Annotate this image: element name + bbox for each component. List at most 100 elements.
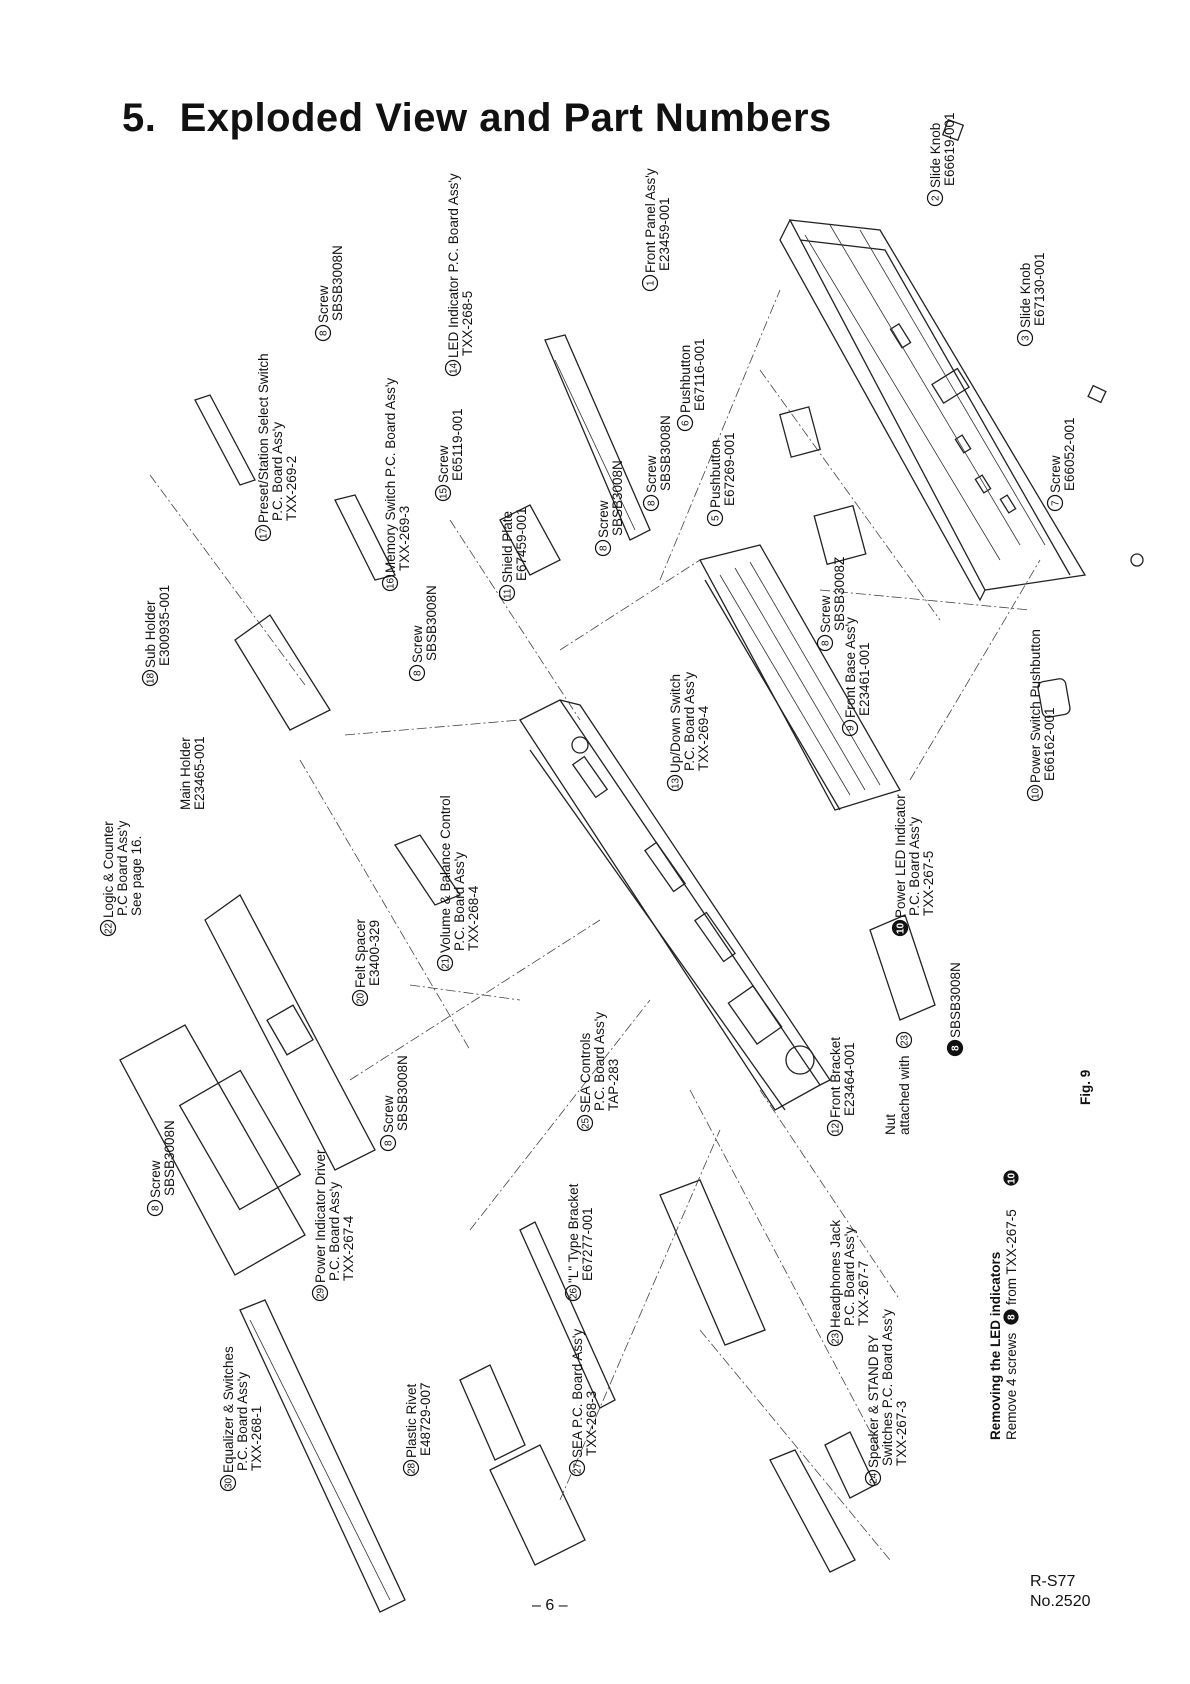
- sub-holder-drawing: [234, 614, 331, 731]
- callout-text-line: E23465-001: [192, 736, 207, 810]
- callout-number: 8: [319, 330, 330, 336]
- l-bracket-drawing: [519, 1221, 616, 1409]
- callout-text-line: Up/Down Switch: [668, 674, 683, 773]
- callout-text-line: SBSB3008N: [330, 245, 345, 321]
- callout-number: 22: [104, 922, 115, 934]
- callout-number-circle: [946, 1039, 964, 1057]
- callout-text-line: Screw: [596, 500, 611, 538]
- callout-text-line: TXX-267-3: [894, 1401, 909, 1466]
- callout-text-line: See page 16.: [129, 836, 144, 916]
- callout-text-line: Front Panel Ass'y: [643, 168, 658, 273]
- callout-text-line: Pushbutton: [708, 440, 723, 508]
- callout-text-line: E65119-001: [450, 408, 465, 481]
- note-ref-a: 8: [1007, 1314, 1018, 1320]
- callout-text-line: "L" Type Bracket: [566, 1183, 581, 1283]
- callout-text-line: LED Indicator P.C. Board Ass'y: [446, 173, 461, 358]
- front-base-drawing: [699, 544, 901, 811]
- callout-text-line: Equalizer & Switches: [221, 1346, 236, 1473]
- callout-text-line: SEA P.C. Board Ass'y: [570, 1329, 585, 1458]
- callout-text-line: SBSB3008N: [658, 415, 673, 491]
- callout-text-line: P.C. Board Ass'y: [327, 1182, 342, 1281]
- callout-text-line: TXX-268-1: [249, 1406, 264, 1471]
- callout-number-circle: [402, 1459, 420, 1477]
- power-led-board-drawing: [869, 914, 936, 1021]
- callout-number-circle: [434, 484, 452, 502]
- callout-number-circle: [99, 919, 117, 937]
- callout-number: 14: [449, 362, 460, 374]
- callout-number-circle: [864, 1469, 882, 1487]
- callout-text-line: P.C Board Ass'y: [115, 820, 130, 916]
- callout-text-line: SBSB3008N: [610, 460, 625, 536]
- callout-number-circle: [379, 1134, 397, 1152]
- callout-text-line: attached with: [897, 1055, 912, 1135]
- switch-boards-drawing: [194, 394, 396, 581]
- page-title: 5. Exploded View and Part Numbers: [122, 96, 832, 141]
- document-number: No.2520: [1030, 1593, 1091, 1610]
- callout-number: 17: [259, 527, 270, 539]
- callout-text-line: Power Switch Pushbutton: [1028, 629, 1043, 783]
- sea-controls-drawing: [659, 1179, 766, 1346]
- callout-text-line: Shield Plate: [500, 511, 515, 583]
- callout-text-line: Screw: [1048, 455, 1063, 493]
- callout-number: 13: [671, 777, 682, 789]
- callout-number-circle: [816, 634, 834, 652]
- front-panel-drawing: [779, 219, 1087, 602]
- sea-board-drawing: [489, 1444, 586, 1566]
- callout-text-line: P.C. Board Ass'y: [682, 672, 697, 771]
- callout-number: 20: [356, 992, 367, 1004]
- callout-number: 8: [384, 1140, 395, 1146]
- note-text-mid: from TXX-267-5: [1004, 1209, 1019, 1305]
- callout-text-line: P.C. Board Ass'y: [452, 852, 467, 951]
- callout-text-line: E67277-001: [580, 1207, 595, 1281]
- callout-text-line: E67116-001: [692, 338, 707, 411]
- callout-text-line: P.C. Board Ass'y: [842, 1227, 857, 1326]
- callout-number: 1: [646, 280, 657, 286]
- callout-text-line: Logic & Counter: [101, 821, 116, 918]
- callout-number-circle: [408, 664, 426, 682]
- equalizer-board-drawing: [239, 1299, 406, 1613]
- callout-number-circle: [1016, 329, 1034, 347]
- callout-text-line: Power Indicator Driver: [313, 1149, 328, 1283]
- callout-text-line: TXX-267-7: [856, 1261, 871, 1326]
- callout-number: 25: [581, 1117, 592, 1129]
- callout-number: 8: [821, 640, 832, 646]
- callout-number: 2: [931, 195, 942, 201]
- section-title: Exploded View and Part Numbers: [179, 96, 832, 140]
- callout-text-line: P.C. Board Ass'y: [907, 817, 922, 916]
- callout-number: 27: [573, 1462, 584, 1474]
- callout-number: 10: [896, 922, 907, 934]
- callout-number-circle: [826, 1329, 844, 1347]
- callout-number: 18: [146, 672, 157, 684]
- callout-text-line: Speaker & STAND BY: [866, 1335, 881, 1468]
- callout-number-circle: [594, 539, 612, 557]
- callout-text-line: E23459-001: [657, 197, 672, 271]
- shield-plate-drawing: [499, 504, 561, 576]
- callout-text-line: Plastic Rivet: [404, 1383, 419, 1458]
- callout-number: 8: [413, 670, 424, 676]
- callout-text-line: Preset/Station Select Switch: [256, 353, 271, 523]
- callout-number-circle: [381, 574, 399, 592]
- callout-number-circle: [576, 1114, 594, 1132]
- callout-text-line: Nut: [883, 1114, 898, 1135]
- callout-number: 12: [831, 1122, 842, 1134]
- callout-number: 8: [951, 1045, 962, 1051]
- assembly-lines: [149, 289, 1041, 1561]
- callout-number: 8: [151, 1205, 162, 1211]
- callout-text-line: Slide Knob: [928, 123, 943, 188]
- callout-text-line: Sub Holder: [143, 600, 158, 668]
